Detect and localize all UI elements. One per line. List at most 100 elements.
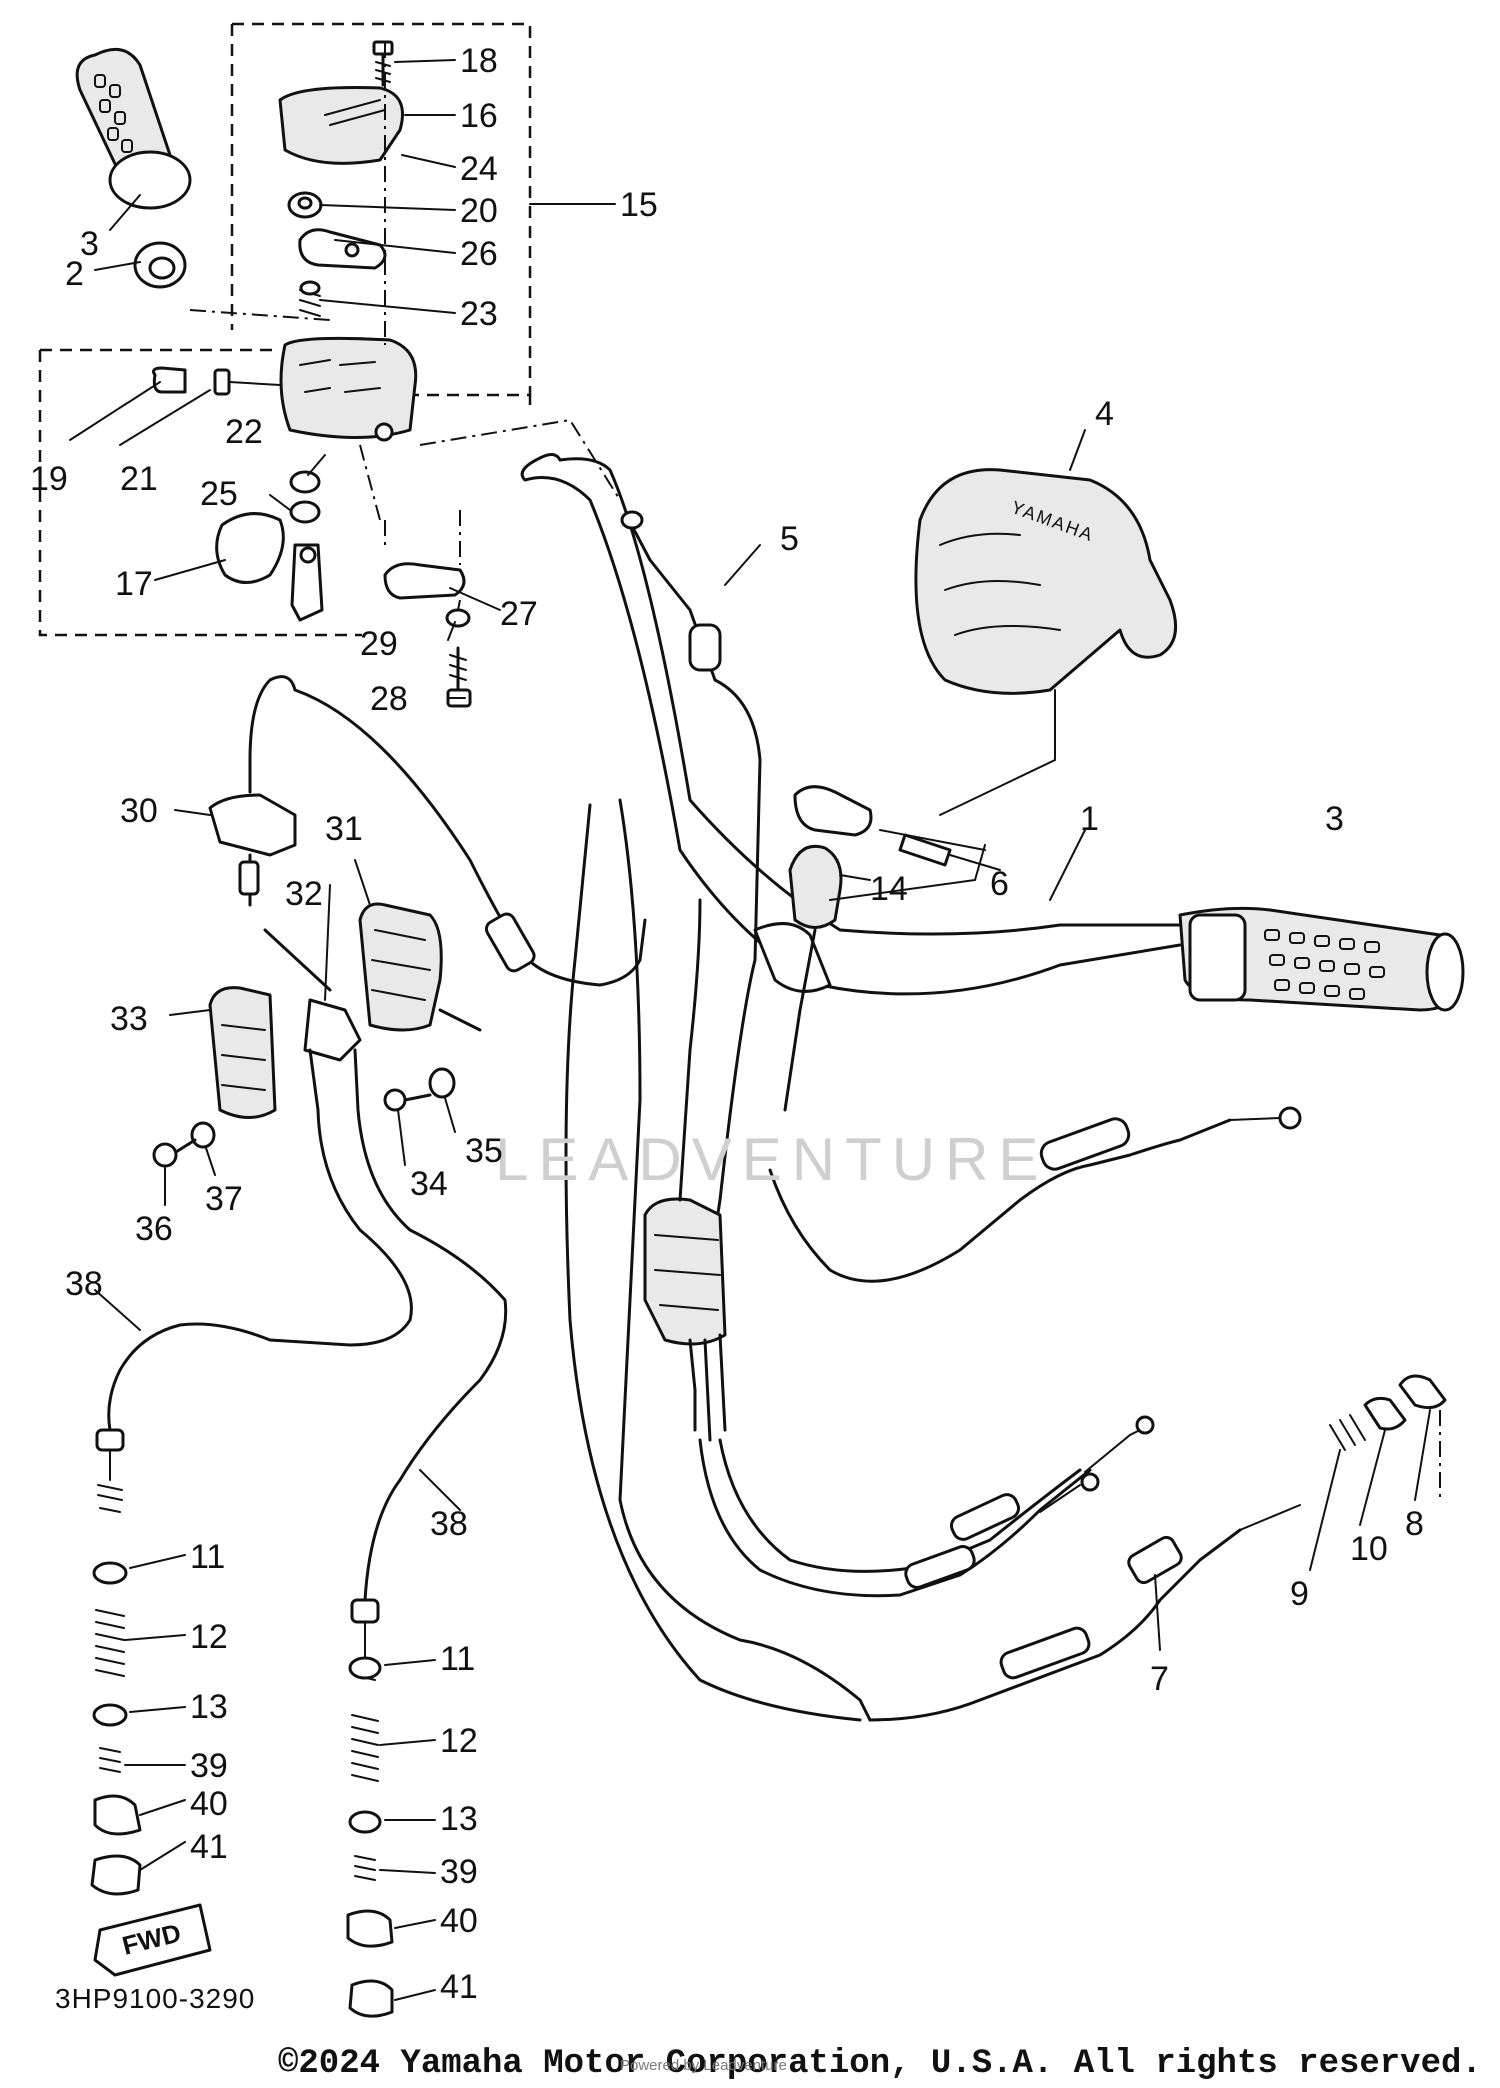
callout-13-right: 13 (440, 1800, 478, 1838)
washer-20 (287, 191, 323, 219)
screw-34 (383, 1088, 432, 1112)
callout-41-left: 41 (190, 1828, 228, 1866)
watermark: LEADVENTURE (495, 1126, 1048, 1193)
callout-32: 32 (285, 875, 323, 913)
switch-block-center (643, 898, 727, 1442)
washer-29 (445, 608, 471, 628)
leader-lines (69, 59, 1431, 2001)
callout-37: 37 (205, 1180, 243, 1218)
callout-30: 30 (120, 792, 158, 830)
pin-19 (152, 366, 281, 396)
left-grip (75, 47, 192, 210)
callout-13-left: 13 (190, 1688, 228, 1726)
callout-1: 1 (1080, 800, 1099, 838)
callout-34: 34 (410, 1165, 448, 1203)
callout-14: 14 (870, 870, 908, 908)
bracket-6 (793, 785, 952, 867)
callout-7: 7 (1150, 1660, 1169, 1698)
brake-cable-38-right (350, 1048, 508, 1681)
callout-11-left: 11 (190, 1538, 225, 1576)
handlebar-pad: YAMAHA (914, 468, 1178, 695)
callout-40-left: 40 (190, 1785, 228, 1823)
callout-15: 15 (620, 186, 658, 224)
callout-23: 23 (460, 295, 498, 333)
callout-6: 6 (990, 865, 1009, 903)
drawing-code: 3HP9100-3290 (55, 1983, 255, 2014)
callout-38-right: 38 (430, 1505, 468, 1543)
washer-22 (289, 470, 321, 494)
throttle-cable-5 (620, 510, 762, 1332)
callout-9: 9 (1290, 1575, 1309, 1613)
callout-31: 31 (325, 810, 363, 848)
callout-40-right: 40 (440, 1902, 478, 1940)
callout-4: 4 (1095, 395, 1114, 433)
screw-18 (372, 40, 394, 87)
callout-41-right: 41 (440, 1968, 478, 2006)
cable-7 (868, 1504, 1301, 1722)
fitting-8 (1398, 1374, 1447, 1500)
callout-20: 20 (460, 192, 498, 230)
callout-39-left: 39 (190, 1747, 228, 1785)
callout-26: 26 (460, 235, 498, 273)
throttle-cable-right (768, 1106, 1302, 1283)
washer-37 (190, 1121, 216, 1149)
clamp-27 (383, 562, 466, 600)
housing-leader-lines (189, 42, 621, 611)
right-adjuster-stack (346, 1656, 394, 2018)
powered-by-text: Powered by Leadventure (620, 2057, 787, 2074)
callout-18: 18 (460, 42, 498, 80)
brake-cable-38-left (95, 1048, 413, 1513)
callout-19: 19 (30, 460, 68, 498)
callout-16: 16 (460, 97, 498, 135)
callout-22: 22 (225, 413, 263, 451)
switch-30 (208, 675, 297, 907)
washer-25 (289, 500, 321, 524)
callout-39-right: 39 (440, 1853, 478, 1891)
grip-end-ring (133, 241, 187, 289)
callout-21: 21 (120, 460, 158, 498)
bracket-leader (829, 829, 986, 901)
callout-25: 25 (200, 475, 238, 513)
callout-24: 24 (460, 150, 498, 188)
callout-27: 27 (500, 595, 538, 633)
switch-housing (279, 336, 418, 442)
fwd-tag: FWD (93, 1903, 212, 1977)
callout-5: 5 (780, 520, 799, 558)
cover-16 (278, 86, 404, 165)
choke-lever-17 (215, 512, 324, 622)
switch-31 (358, 902, 443, 1032)
pad-leader (939, 689, 1056, 816)
callout-10: 10 (1350, 1530, 1388, 1568)
adjuster-14 (783, 844, 843, 1112)
handlebar (520, 453, 1182, 996)
callout-29: 29 (360, 625, 398, 663)
callout-2: 2 (65, 255, 84, 293)
spring-9 (1329, 1414, 1366, 1451)
copyright-notice: ©2024 Yamaha Motor Corporation, U.S.A. A… (278, 2045, 1482, 2083)
clip-10 (1363, 1396, 1407, 1431)
lever-26 (298, 228, 387, 270)
washer-35 (428, 1067, 456, 1099)
switch-33 (208, 986, 277, 1119)
callout-35: 35 (465, 1132, 503, 1170)
callout-12-right: 12 (440, 1722, 478, 1760)
screw-36 (152, 1138, 197, 1168)
cable-pair-center (698, 1415, 1155, 1598)
left-adjuster-stack (90, 1561, 142, 1896)
cable-bundle (293, 688, 872, 1722)
callout-12-left: 12 (190, 1618, 228, 1656)
callout-17: 17 (115, 565, 153, 603)
callout-33: 33 (110, 1000, 148, 1038)
right-grip (1178, 906, 1465, 1012)
callout-28: 28 (370, 680, 408, 718)
callout-3-left: 3 (80, 225, 99, 263)
callout-38-left: 38 (65, 1265, 103, 1303)
callout-11-right: 11 (440, 1640, 475, 1678)
bracket-32 (263, 928, 482, 1062)
assembly-15-dashed-box (38, 22, 532, 637)
callout-numbers: 18 16 24 20 15 26 3 2 23 19 21 22 25 17 … (30, 42, 1424, 2006)
callout-3-right: 3 (1325, 800, 1344, 838)
spring-23 (299, 280, 321, 317)
callout-36: 36 (135, 1210, 173, 1248)
